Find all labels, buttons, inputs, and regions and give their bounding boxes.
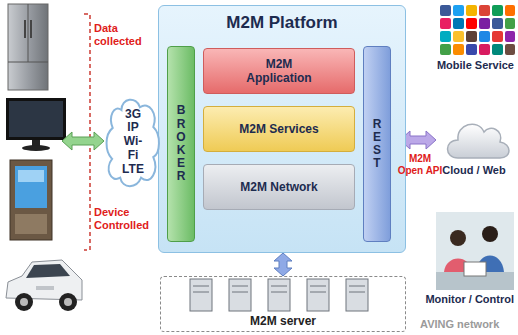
cloud-icon xyxy=(448,124,510,158)
side-label: Device Controlled xyxy=(94,206,156,232)
fridge-image xyxy=(8,4,48,90)
layer-box: M2M Network xyxy=(203,164,355,210)
service-label: Cloud / Web xyxy=(442,164,505,177)
platform-box: M2M PlatformBROKER M2M ApplicationM2M Ser… xyxy=(158,5,406,253)
network-cloud: 3G IP Wi-Fi LTE xyxy=(104,95,162,189)
double-arrow xyxy=(62,132,104,150)
server-box: M2M server xyxy=(160,276,406,332)
node-text: M2M Network xyxy=(240,180,317,194)
watermark: AVING network xyxy=(420,318,499,331)
arrow-label: M2M Open API xyxy=(396,153,444,177)
side-label: Data collected xyxy=(94,22,152,48)
layer-box: M2M Application xyxy=(203,48,355,94)
kiosk-image xyxy=(10,160,52,240)
service-label: Mobile Service xyxy=(437,59,514,72)
node-text: M2M Services xyxy=(239,122,318,136)
tv-image xyxy=(6,98,66,151)
node-text: M2M Application xyxy=(233,57,325,86)
node-text: M2M server xyxy=(161,314,405,328)
dashed-bracket xyxy=(84,14,90,250)
node-text: REST xyxy=(371,118,383,171)
node-text: M2M Platform xyxy=(159,13,405,33)
broker-bar: BROKER xyxy=(167,46,195,242)
rest-bar: REST xyxy=(363,46,391,242)
people-photo xyxy=(436,212,514,290)
node-text: BROKER xyxy=(175,104,187,183)
car-image xyxy=(6,260,82,311)
node-text: 3G IP Wi-Fi LTE xyxy=(122,108,144,177)
service-label: Monitor / Control xyxy=(425,293,514,306)
layer-box: M2M Services xyxy=(203,106,355,152)
app-icons xyxy=(440,5,515,55)
server-icons xyxy=(190,279,368,311)
double-arrow xyxy=(274,253,292,276)
